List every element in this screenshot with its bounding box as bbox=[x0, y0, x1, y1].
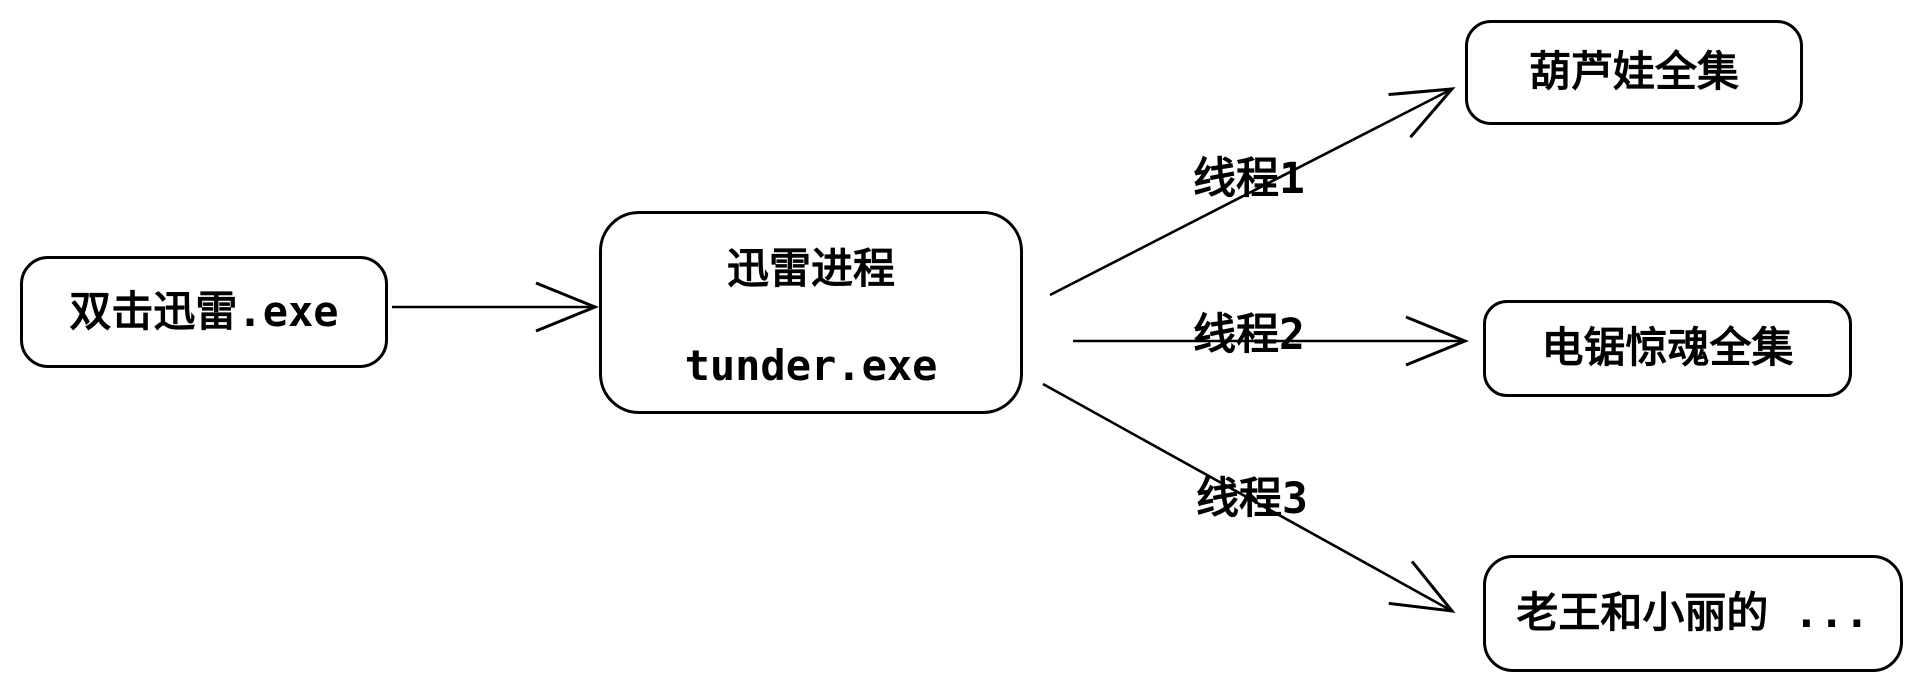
node-download-laowang-label: 老王和小丽的 ... bbox=[1516, 588, 1870, 638]
edge-thread1-arrow bbox=[1049, 87, 1456, 297]
node-thunder-process: 迅雷进程 tunder.exe bbox=[599, 211, 1023, 414]
node-download-saw: 电锯惊魂全集 bbox=[1483, 300, 1852, 397]
edge-label-thread3: 线程3 bbox=[1196, 474, 1308, 524]
edge-thread3-arrow bbox=[1042, 382, 1456, 613]
node-process-title: 迅雷进程 bbox=[726, 244, 895, 293]
node-download-huluwa-label: 葫芦娃全集 bbox=[1528, 47, 1739, 97]
node-process-exe-name: tunder.exe bbox=[684, 340, 938, 390]
node-download-huluwa: 葫芦娃全集 bbox=[1465, 20, 1803, 125]
edge-label-thread1: 线程1 bbox=[1193, 154, 1305, 204]
node-launcher-exe: 双击迅雷.exe bbox=[20, 256, 388, 368]
node-download-saw-label: 电锯惊魂全集 bbox=[1541, 323, 1794, 373]
node-download-laowang: 老王和小丽的 ... bbox=[1483, 555, 1903, 672]
node-launcher-label: 双击迅雷.exe bbox=[69, 286, 339, 336]
edge-label-thread2: 线程2 bbox=[1193, 310, 1305, 360]
